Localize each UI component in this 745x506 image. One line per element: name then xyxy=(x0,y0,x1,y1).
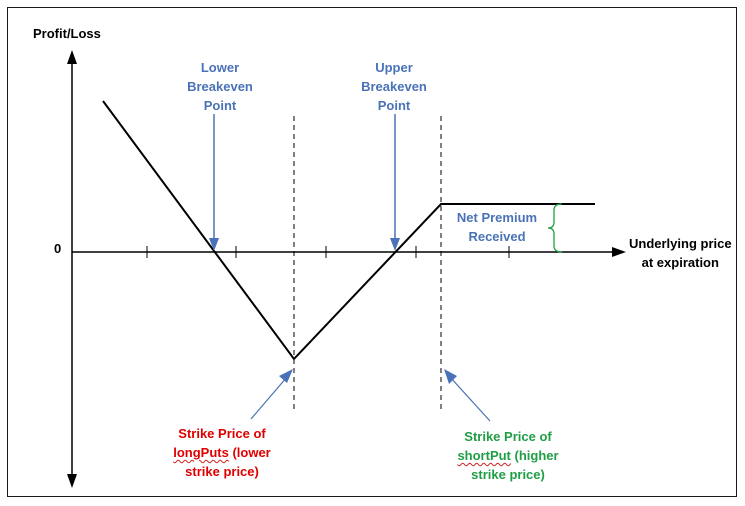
lower-breakeven-arrow-head xyxy=(209,238,219,251)
x-axis-label: Underlying price at expiration xyxy=(629,236,732,270)
upper-breakeven-arrow-head xyxy=(390,238,400,251)
short-put-strike-label: Strike Price of shortPut (higher strike … xyxy=(457,429,559,482)
long-put-strike-arrow-head xyxy=(279,369,293,383)
y-axis-arrow-down xyxy=(67,474,77,488)
x-axis-arrow xyxy=(612,247,626,257)
payoff-line xyxy=(102,100,595,361)
y-axis-arrow-up xyxy=(67,50,77,64)
x-axis-ticks xyxy=(146,246,510,258)
y-axis-label: Profit/Loss xyxy=(33,26,101,41)
diagram-frame xyxy=(7,7,737,497)
net-premium-brace xyxy=(547,203,563,253)
zero-label: 0 xyxy=(54,241,62,256)
lower-breakeven-label: Lower Breakeven Point xyxy=(187,60,253,113)
upper-breakeven-label: Upper Breakeven Point xyxy=(361,60,427,113)
long-put-strike-label: Strike Price of longPuts (lower strike p… xyxy=(173,426,271,479)
short-put-strike-arrow-head xyxy=(444,369,457,384)
net-premium-label: Net Premium Received xyxy=(456,210,538,244)
short-put-strike-arrow xyxy=(449,376,491,422)
long-put-strike-arrow xyxy=(250,376,288,420)
